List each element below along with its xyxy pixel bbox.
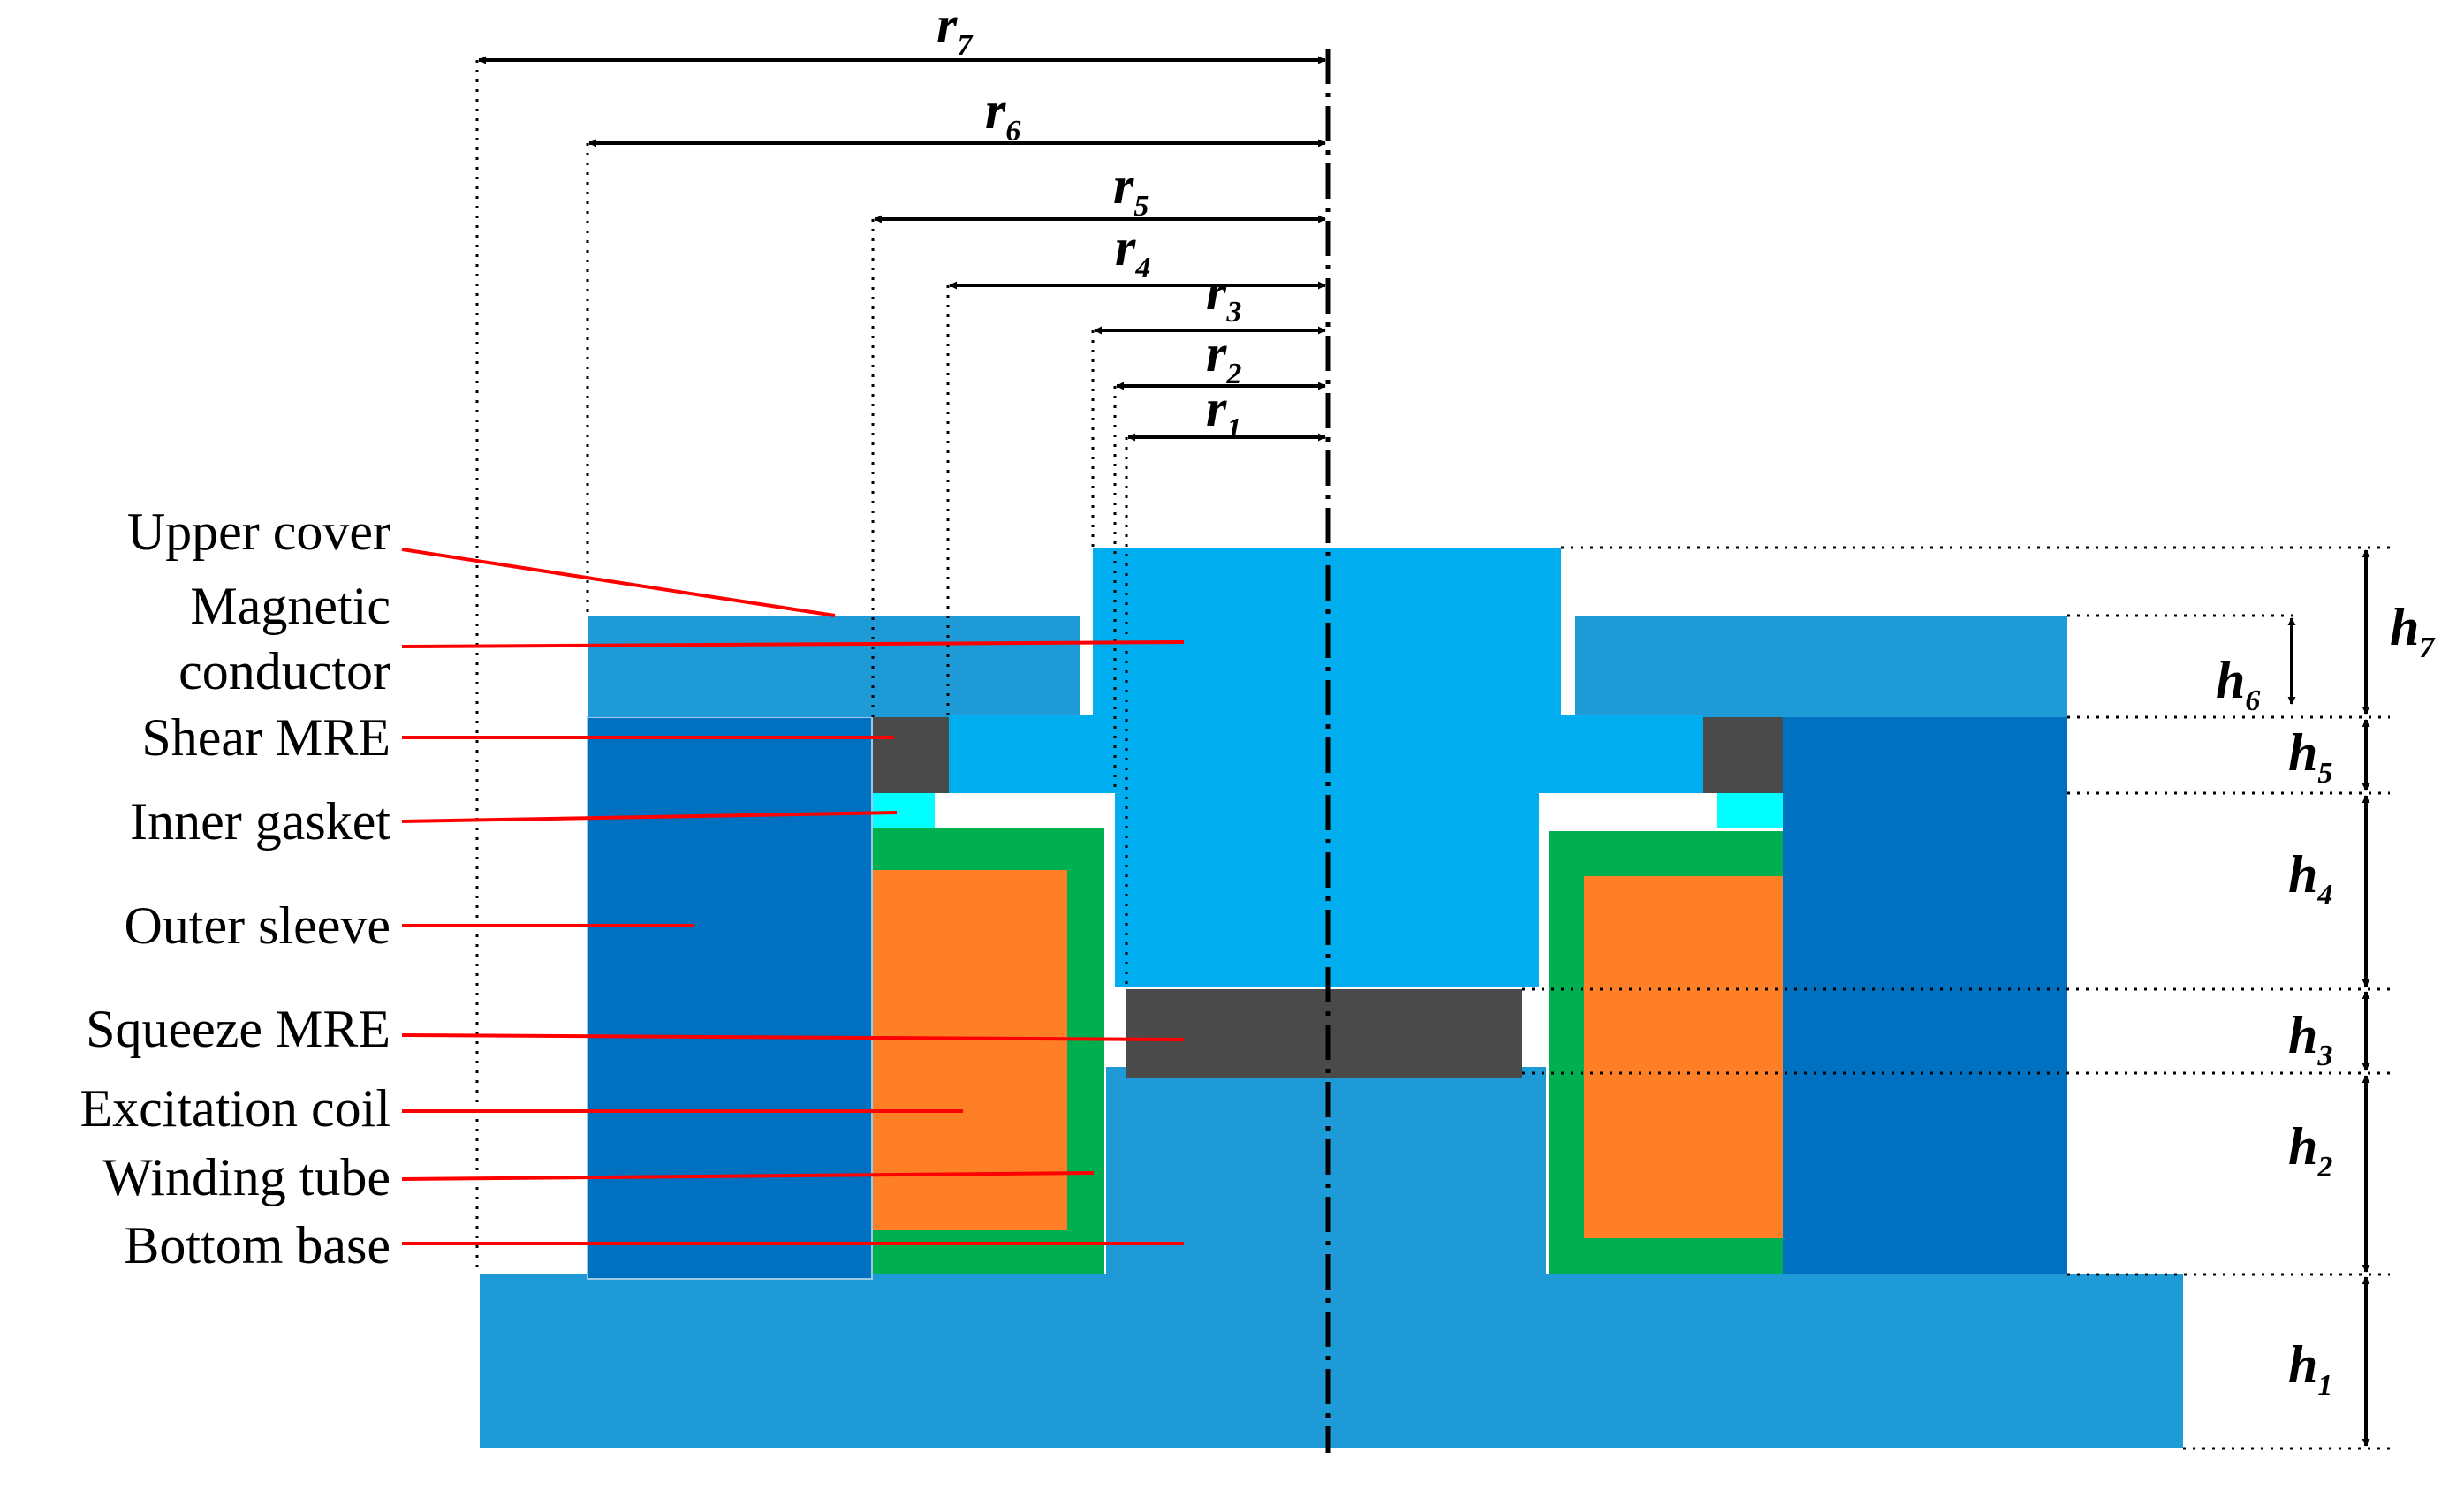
- h4-label: h4: [2288, 845, 2332, 911]
- h2-label: h2: [2288, 1117, 2332, 1184]
- height-labels: h7 h6 h5 h4 h3 h2 h1: [2216, 598, 2436, 1402]
- magnetic-conductor-label-line1: Magnetic: [190, 577, 390, 635]
- radius-dimensions: [475, 56, 1326, 1274]
- r6-label: r6: [985, 81, 1020, 147]
- inner-gasket-label: Inner gasket: [130, 792, 390, 851]
- leader-lines: [401, 548, 1185, 1245]
- outer-sleeve-left: [587, 716, 873, 1280]
- bottom-base-plate: [480, 1274, 2183, 1448]
- r1-label: r1: [1206, 379, 1241, 445]
- excitation-coil-left: [873, 870, 1067, 1230]
- h1-label: h1: [2288, 1335, 2332, 1402]
- bottom-base-label: Bottom base: [124, 1216, 390, 1274]
- magnetic-conductor-leader: [401, 640, 1185, 648]
- winding-tube-leader: [401, 1171, 1095, 1181]
- shear-mre-left: [873, 717, 949, 793]
- inner-gasket-right: [1717, 793, 1783, 828]
- r2-label: r2: [1206, 324, 1241, 390]
- squeeze-mre-leader: [401, 1033, 1185, 1041]
- upper-cover-leader: [401, 548, 836, 617]
- h6-label: h6: [2216, 651, 2260, 717]
- device-body: [480, 548, 2183, 1448]
- shear-mre-label: Shear MRE: [141, 708, 390, 767]
- upper-cover-label: Upper cover: [127, 503, 390, 561]
- r7-label: r7: [936, 0, 974, 62]
- inner-gasket-leader: [401, 811, 898, 823]
- squeeze-mre-label: Squeeze MRE: [86, 1000, 390, 1058]
- r5-label: r5: [1113, 156, 1149, 223]
- r3-label: r3: [1206, 262, 1241, 329]
- excitation-coil-label: Excitation coil: [80, 1079, 390, 1138]
- squeeze-mre: [1126, 989, 1522, 1078]
- height-dimensions: [1522, 546, 2390, 1450]
- h3-label: h3: [2288, 1006, 2332, 1072]
- h5-label: h5: [2288, 723, 2332, 790]
- h7-label: h7: [2390, 598, 2436, 664]
- shear-mre-right: [1703, 717, 1783, 793]
- excitation-coil-right: [1584, 876, 1783, 1238]
- magnetic-conductor-label-line2: conductor: [178, 642, 390, 700]
- upper-cover-right: [1575, 616, 2067, 717]
- r4-label: r4: [1115, 218, 1150, 284]
- upper-cover-left: [588, 616, 1080, 717]
- winding-tube-label: Winding tube: [102, 1148, 390, 1206]
- outer-sleeve-right: [1783, 717, 2067, 1274]
- outer-sleeve-label: Outer sleeve: [124, 896, 390, 955]
- inner-gasket-left: [873, 793, 935, 828]
- radius-labels: r7 r6 r5 r4 r3 r2 r1: [936, 0, 1241, 445]
- component-labels: Upper cover Magnetic conductor Shear MRE…: [80, 503, 390, 1274]
